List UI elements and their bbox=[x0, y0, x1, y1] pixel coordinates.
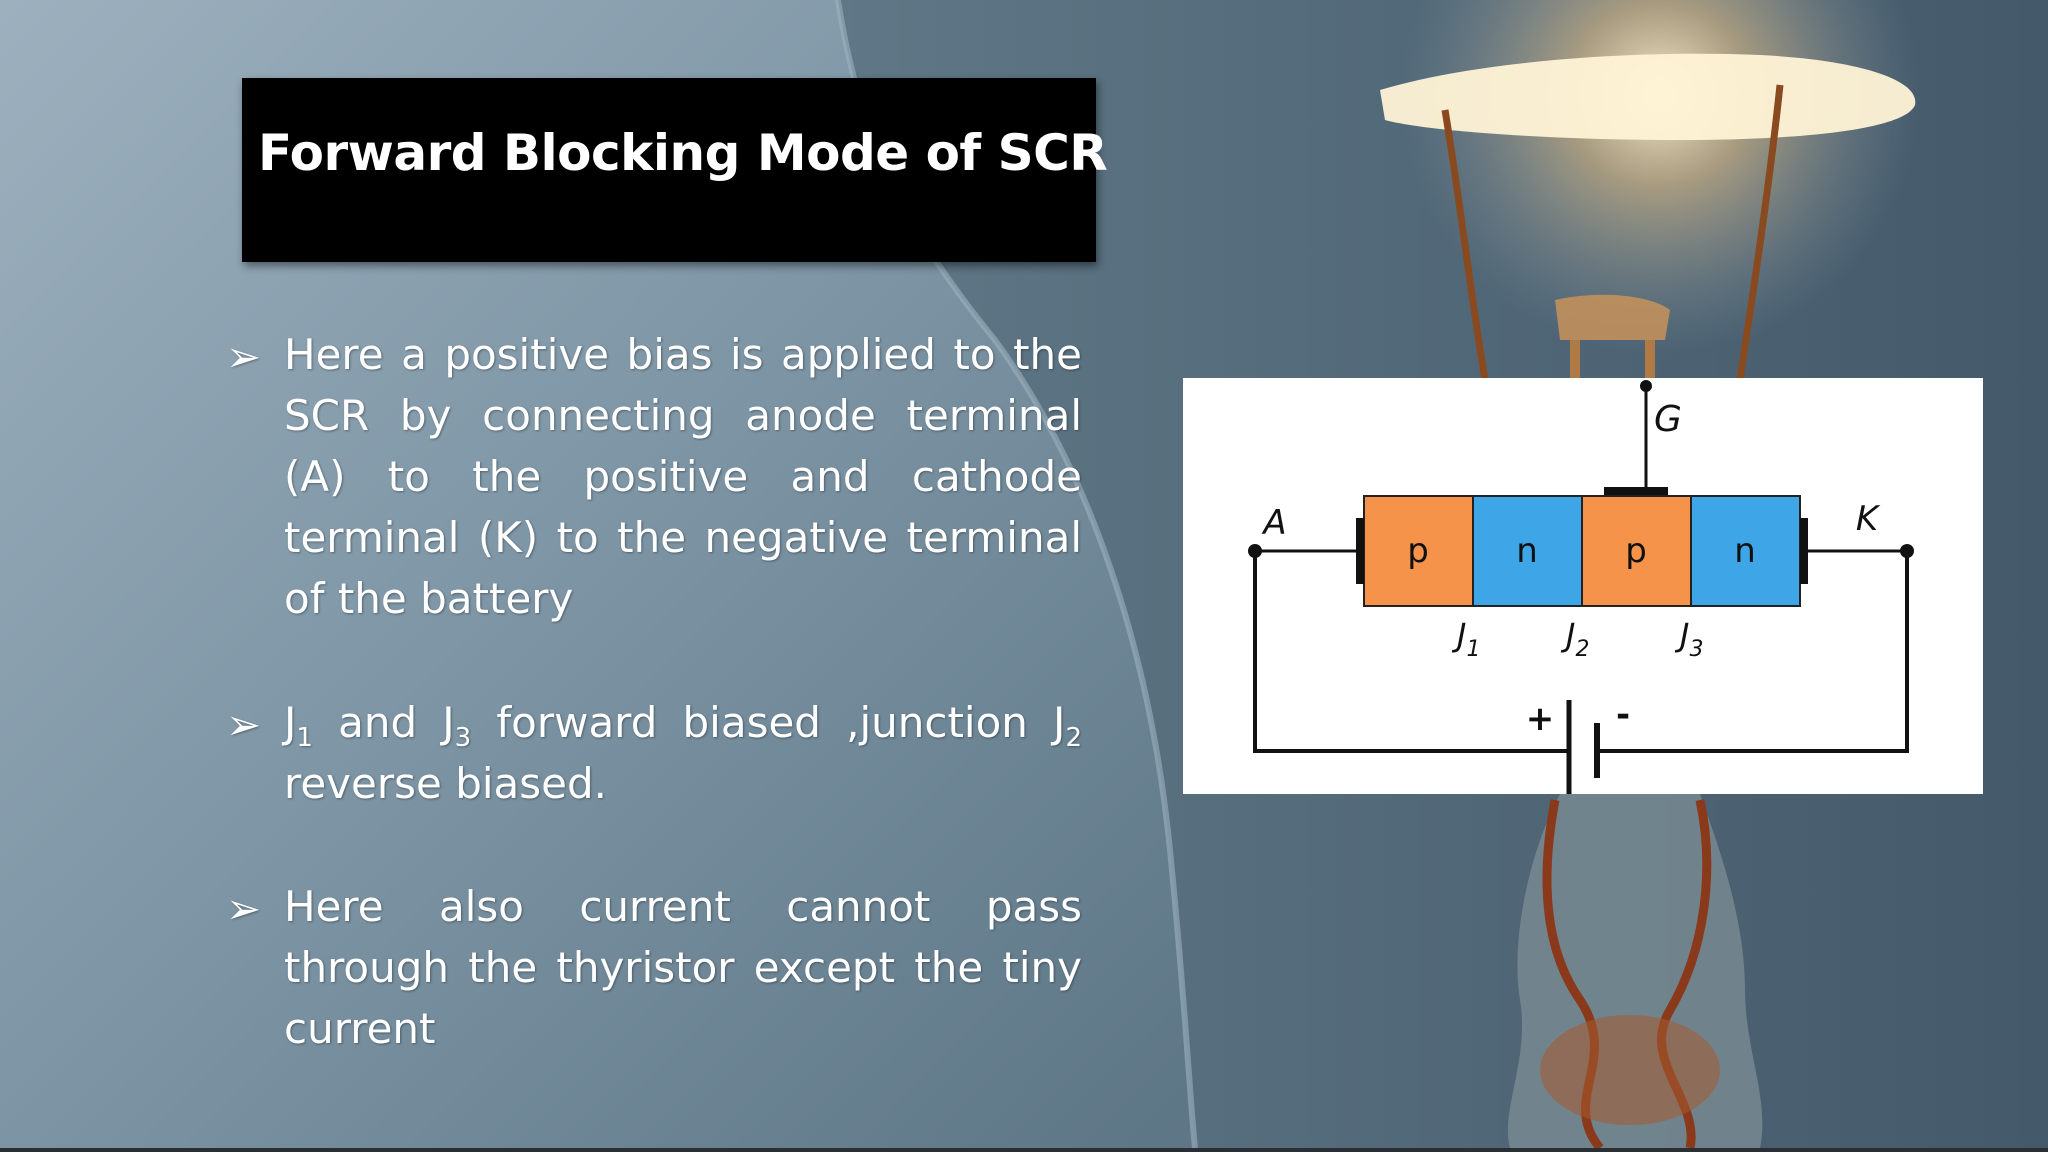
layer-p1 bbox=[1363, 495, 1474, 607]
bullet-1: ➢ Here a positive bias is applied to the… bbox=[226, 324, 1082, 629]
layer-p1-label: p bbox=[1407, 531, 1429, 571]
bullet-arrow-icon: ➢ bbox=[226, 884, 262, 933]
bullet-2: ➢ J1 and J3 forward biased ,junction J2 … bbox=[226, 692, 1082, 814]
slide-bottom-border bbox=[0, 1148, 2048, 1152]
junction-j3-label: J3 bbox=[1674, 616, 1703, 662]
slide-title: Forward Blocking Mode of SCR bbox=[258, 124, 1108, 182]
circuit-wire bbox=[1253, 551, 1909, 753]
layer-n1 bbox=[1472, 495, 1583, 607]
cathode-contact bbox=[1800, 518, 1808, 584]
title-box: Forward Blocking Mode of SCR bbox=[242, 78, 1108, 262]
bullet-1-text: Here a positive bias is applied to the S… bbox=[284, 330, 1082, 623]
anode-contact bbox=[1356, 518, 1364, 584]
bullet-2-text: J1 and J3 forward biased ,junction J2 re… bbox=[284, 698, 1082, 808]
bullet-arrow-icon: ➢ bbox=[226, 332, 262, 381]
junction-j2-label: J2 bbox=[1560, 616, 1589, 662]
scr-circuit-diagram: G p n p n A K J1 J2 J3 + - bbox=[1183, 378, 1983, 794]
gate-label: G bbox=[1654, 399, 1682, 440]
layer-n2 bbox=[1690, 495, 1801, 607]
anode-label: A bbox=[1261, 503, 1286, 543]
battery-plus-label: + bbox=[1526, 699, 1555, 739]
gate-terminal bbox=[1640, 380, 1652, 392]
layer-n2-label: n bbox=[1734, 531, 1756, 571]
bullet-arrow-icon: ➢ bbox=[226, 700, 262, 749]
layer-p2 bbox=[1581, 495, 1692, 607]
gate-contact bbox=[1604, 487, 1668, 495]
cathode-label: K bbox=[1856, 499, 1881, 539]
layer-p2-label: p bbox=[1625, 531, 1647, 571]
battery-minus-label: - bbox=[1616, 695, 1630, 735]
junction-j1-label: J1 bbox=[1451, 616, 1480, 662]
bullet-3: ➢ Here also current cannot pass through … bbox=[226, 876, 1082, 1059]
bullet-3-text: Here also current cannot pass through th… bbox=[284, 882, 1082, 1053]
layer-n1-label: n bbox=[1516, 531, 1538, 571]
